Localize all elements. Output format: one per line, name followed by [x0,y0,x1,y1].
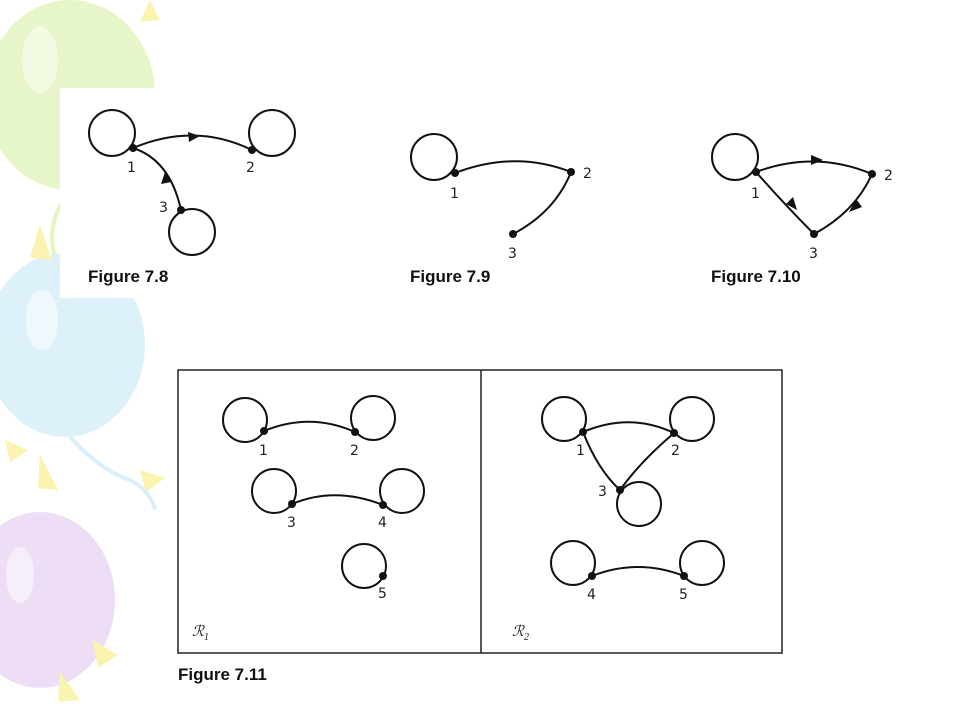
edge-1-3 [132,147,182,211]
node-label-3: 3 [159,200,168,216]
loop-node-4 [379,468,425,514]
vertex-2 [351,428,359,436]
node-label-3: 3 [508,246,517,262]
edge-1-3 [582,431,621,491]
edge-1-2 [454,160,572,174]
loop-node-2 [350,395,396,441]
arrow-2-3 [849,199,862,212]
figure-backdrop [60,88,900,298]
loop-node-3 [616,481,662,527]
vertex-3 [810,230,818,238]
node-label-1: 1 [576,443,585,459]
edge-3-4 [291,494,384,506]
edge-2-3 [512,171,572,235]
node-label-5: 5 [679,587,688,603]
vertex-2 [567,168,575,176]
node-label-1: 1 [450,186,459,202]
edge-1-2 [582,421,675,434]
yellow-ray [38,455,58,490]
node-label-2: 2 [246,160,255,176]
vertex-2 [868,170,876,178]
edge-1-3 [755,171,815,235]
region-label: ℛ1 [192,624,209,643]
vertex-5 [680,572,688,580]
loop-node-1 [541,396,587,442]
purple-balloon-highlight [6,547,34,603]
arrow-1-3 [786,197,797,210]
arrow-3-1 [161,172,171,184]
yellow-ray [140,0,160,22]
yellow-ray [58,672,80,702]
yellow-ray [92,640,118,668]
node-label-4: 4 [378,515,387,531]
vertex-2 [248,146,256,154]
arrow-1-2 [811,155,823,165]
node-label-2: 2 [350,443,359,459]
vertex-4 [588,572,596,580]
figure-7-8: 1 2 3 Figure 7.8 [88,109,296,286]
loop-node-1 [410,133,458,181]
node-label-1: 1 [751,186,760,202]
loop-node-1 [88,109,136,157]
figure-7-9: 1 2 3 Figure 7.9 [410,133,592,286]
node-label-1: 1 [259,443,268,459]
panel-r1: 1 2 3 4 5 ℛ1 [192,395,425,643]
panel-frame [177,369,783,654]
figure-caption: Figure 7.11 [178,665,267,684]
vertex-3 [509,230,517,238]
node-label-3: 3 [287,515,296,531]
node-label-1: 1 [127,160,136,176]
node-label-4: 4 [587,587,596,603]
vertex-4 [379,501,387,509]
loop-node-1 [222,397,268,443]
edge-2-3 [813,173,873,235]
node-label-2: 2 [583,166,592,182]
edge-4-5 [591,566,685,577]
vertex-1 [451,169,459,177]
node-label-2: 2 [671,443,680,459]
figure-caption: Figure 7.10 [711,267,801,286]
edge-2-3 [619,432,675,491]
region-label: ℛ2 [512,624,529,643]
node-label-3: 3 [809,246,818,262]
loop-node-3 [251,468,297,514]
loop-node-2 [669,396,715,442]
vertex-3 [288,500,296,508]
loop-node-2 [248,109,296,157]
vertex-3 [616,486,624,494]
loop-node-3 [168,208,216,256]
figure-7-10: 1 2 3 Figure 7.10 [711,133,893,286]
loop-node-4 [550,540,596,586]
yellow-ray [5,440,28,462]
node-label-3: 3 [598,484,607,500]
node-label-2: 2 [884,168,893,184]
vertex-1 [260,427,268,435]
panel-r2: 1 2 3 4 5 ℛ2 [512,396,725,643]
yellow-ray [140,470,165,492]
loop-node-1 [711,133,759,181]
edge-1-2 [263,420,356,433]
blue-balloon-string [68,435,157,511]
vertex-1 [129,144,137,152]
loop-node-5 [679,540,725,586]
yellow-ray [30,225,52,260]
green-balloon-highlight [22,26,58,94]
blue-balloon-highlight [26,290,58,350]
figure-7-11: 1 2 3 4 5 ℛ1 1 2 3 [177,369,783,684]
vertex-1 [752,168,760,176]
loop-node-5 [341,543,387,589]
balloon-background [0,0,900,702]
vertex-5 [379,572,387,580]
node-label-5: 5 [378,586,387,602]
vertex-3 [177,206,185,214]
figure-caption: Figure 7.8 [88,267,168,286]
figure-caption: Figure 7.9 [410,267,490,286]
arrow-1-2 [188,132,200,142]
vertex-1 [579,428,587,436]
vertex-2 [670,429,678,437]
